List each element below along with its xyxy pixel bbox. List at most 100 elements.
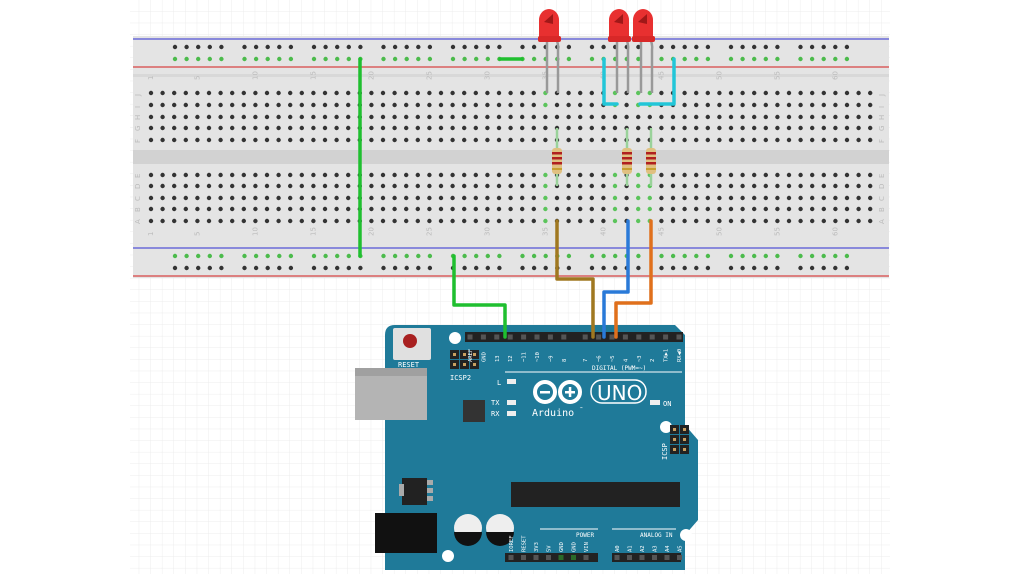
rail-hole	[728, 253, 734, 259]
wire-pin5[interactable]	[614, 219, 653, 339]
led-red[interactable]	[538, 9, 561, 93]
resistor[interactable]	[646, 128, 656, 186]
breadboard-hole	[821, 90, 826, 96]
breadboard-hole	[810, 90, 815, 96]
header-pin[interactable]	[571, 555, 576, 560]
breadboard-hole	[392, 90, 397, 96]
breadboard-hole	[485, 90, 490, 96]
column-label: 5	[193, 232, 201, 236]
header-pin[interactable]	[677, 555, 682, 560]
breadboard-hole	[694, 172, 699, 178]
breadboard-hole	[253, 137, 258, 143]
breadboard-hole	[578, 183, 583, 189]
header-pin[interactable]	[627, 555, 632, 560]
breadboard-hole	[241, 183, 246, 189]
led-red[interactable]	[608, 9, 631, 93]
rail-hole	[462, 253, 467, 259]
breadboard-hole	[392, 195, 397, 201]
rail-hole	[323, 44, 328, 50]
header-pin[interactable]	[494, 334, 500, 340]
header-pin[interactable]	[636, 334, 642, 340]
header-pin[interactable]	[622, 334, 628, 340]
header-pin[interactable]	[614, 555, 620, 560]
rail-hole	[323, 56, 328, 62]
breadboard-hole	[624, 206, 629, 212]
rail-hole	[636, 253, 641, 259]
rail-hole	[682, 44, 687, 50]
breadboard-hole	[612, 125, 618, 131]
breadboard-hole	[508, 195, 513, 201]
breadboard-hole	[763, 183, 768, 189]
header-pin[interactable]	[609, 334, 615, 340]
wire-pin7[interactable]	[555, 219, 595, 339]
model-label: UNO	[597, 381, 642, 405]
breadboard-hole	[230, 206, 235, 212]
breadboard-hole	[427, 102, 432, 108]
wire-led-ground-left[interactable]	[602, 57, 619, 106]
breadboard-hole	[183, 183, 188, 189]
header-pin[interactable]	[521, 334, 527, 340]
breadboard-hole	[601, 114, 606, 120]
header-pin[interactable]	[561, 334, 567, 340]
header-pin[interactable]	[467, 334, 473, 340]
digital-pin-label: TX▶1	[664, 349, 670, 362]
breadboard-hole	[543, 114, 548, 120]
digital-label: DIGITAL (PWM=~)	[592, 365, 646, 372]
breadboard-hole	[705, 137, 710, 143]
breadboard-hole	[786, 183, 792, 189]
rail-hole	[670, 265, 676, 271]
header-pin[interactable]	[521, 555, 526, 560]
breadboard-hole	[612, 195, 618, 201]
header-pin[interactable]	[583, 555, 589, 560]
power-pin-label: VIN	[584, 542, 590, 552]
rail-hole	[311, 253, 317, 259]
rail-hole	[265, 56, 270, 62]
header-pin[interactable]	[507, 334, 513, 340]
breadboard-hole	[241, 114, 246, 120]
header-pin[interactable]	[533, 555, 539, 560]
header-pin[interactable]	[546, 555, 551, 560]
column-label: 5	[193, 76, 201, 80]
rail-hole	[659, 265, 664, 271]
resistor[interactable]	[622, 128, 632, 186]
breadboard-hole	[844, 195, 850, 201]
digital-pin-label: AREF	[468, 349, 474, 362]
wire-led-ground-right[interactable]	[638, 57, 676, 106]
header-pin[interactable]	[652, 555, 657, 560]
header-pin[interactable]	[676, 334, 682, 340]
breadboard-hole	[218, 218, 223, 224]
header-pin[interactable]	[649, 334, 655, 340]
breadboard-hole	[717, 114, 722, 120]
breadboard-hole	[531, 137, 536, 143]
rail-hole	[474, 253, 479, 259]
breadboard-hole	[253, 206, 258, 212]
breadboard-hole	[264, 172, 270, 178]
header-pin[interactable]	[663, 334, 669, 340]
header-pin[interactable]	[596, 334, 602, 340]
header-pin[interactable]	[639, 555, 645, 560]
breadboard-hole	[694, 90, 699, 96]
header-pin[interactable]	[664, 555, 670, 560]
breadboard-hole	[856, 172, 861, 178]
header-pin[interactable]	[480, 334, 486, 340]
led-red[interactable]	[632, 9, 655, 93]
rail-hole	[601, 44, 606, 50]
header-pin[interactable]	[534, 334, 540, 340]
reset-button-cap[interactable]	[403, 334, 417, 348]
resistor[interactable]	[552, 128, 562, 186]
breadboard-hole	[612, 183, 618, 189]
breadboard-hole	[763, 90, 768, 96]
breadboard-hole	[566, 102, 571, 108]
breadboard-hole	[728, 102, 734, 108]
row-label: A	[878, 219, 886, 224]
header-pin[interactable]	[547, 334, 553, 340]
wire-gnd[interactable]	[452, 254, 507, 339]
header-pin[interactable]	[508, 555, 514, 560]
breadboard-hole	[868, 90, 873, 96]
wire-pin6[interactable]	[602, 219, 630, 339]
header-pin[interactable]	[582, 334, 588, 340]
digital-pin-label: RX◀0	[677, 349, 683, 362]
breadboard-hole	[206, 114, 212, 120]
header-pin[interactable]	[558, 555, 564, 560]
